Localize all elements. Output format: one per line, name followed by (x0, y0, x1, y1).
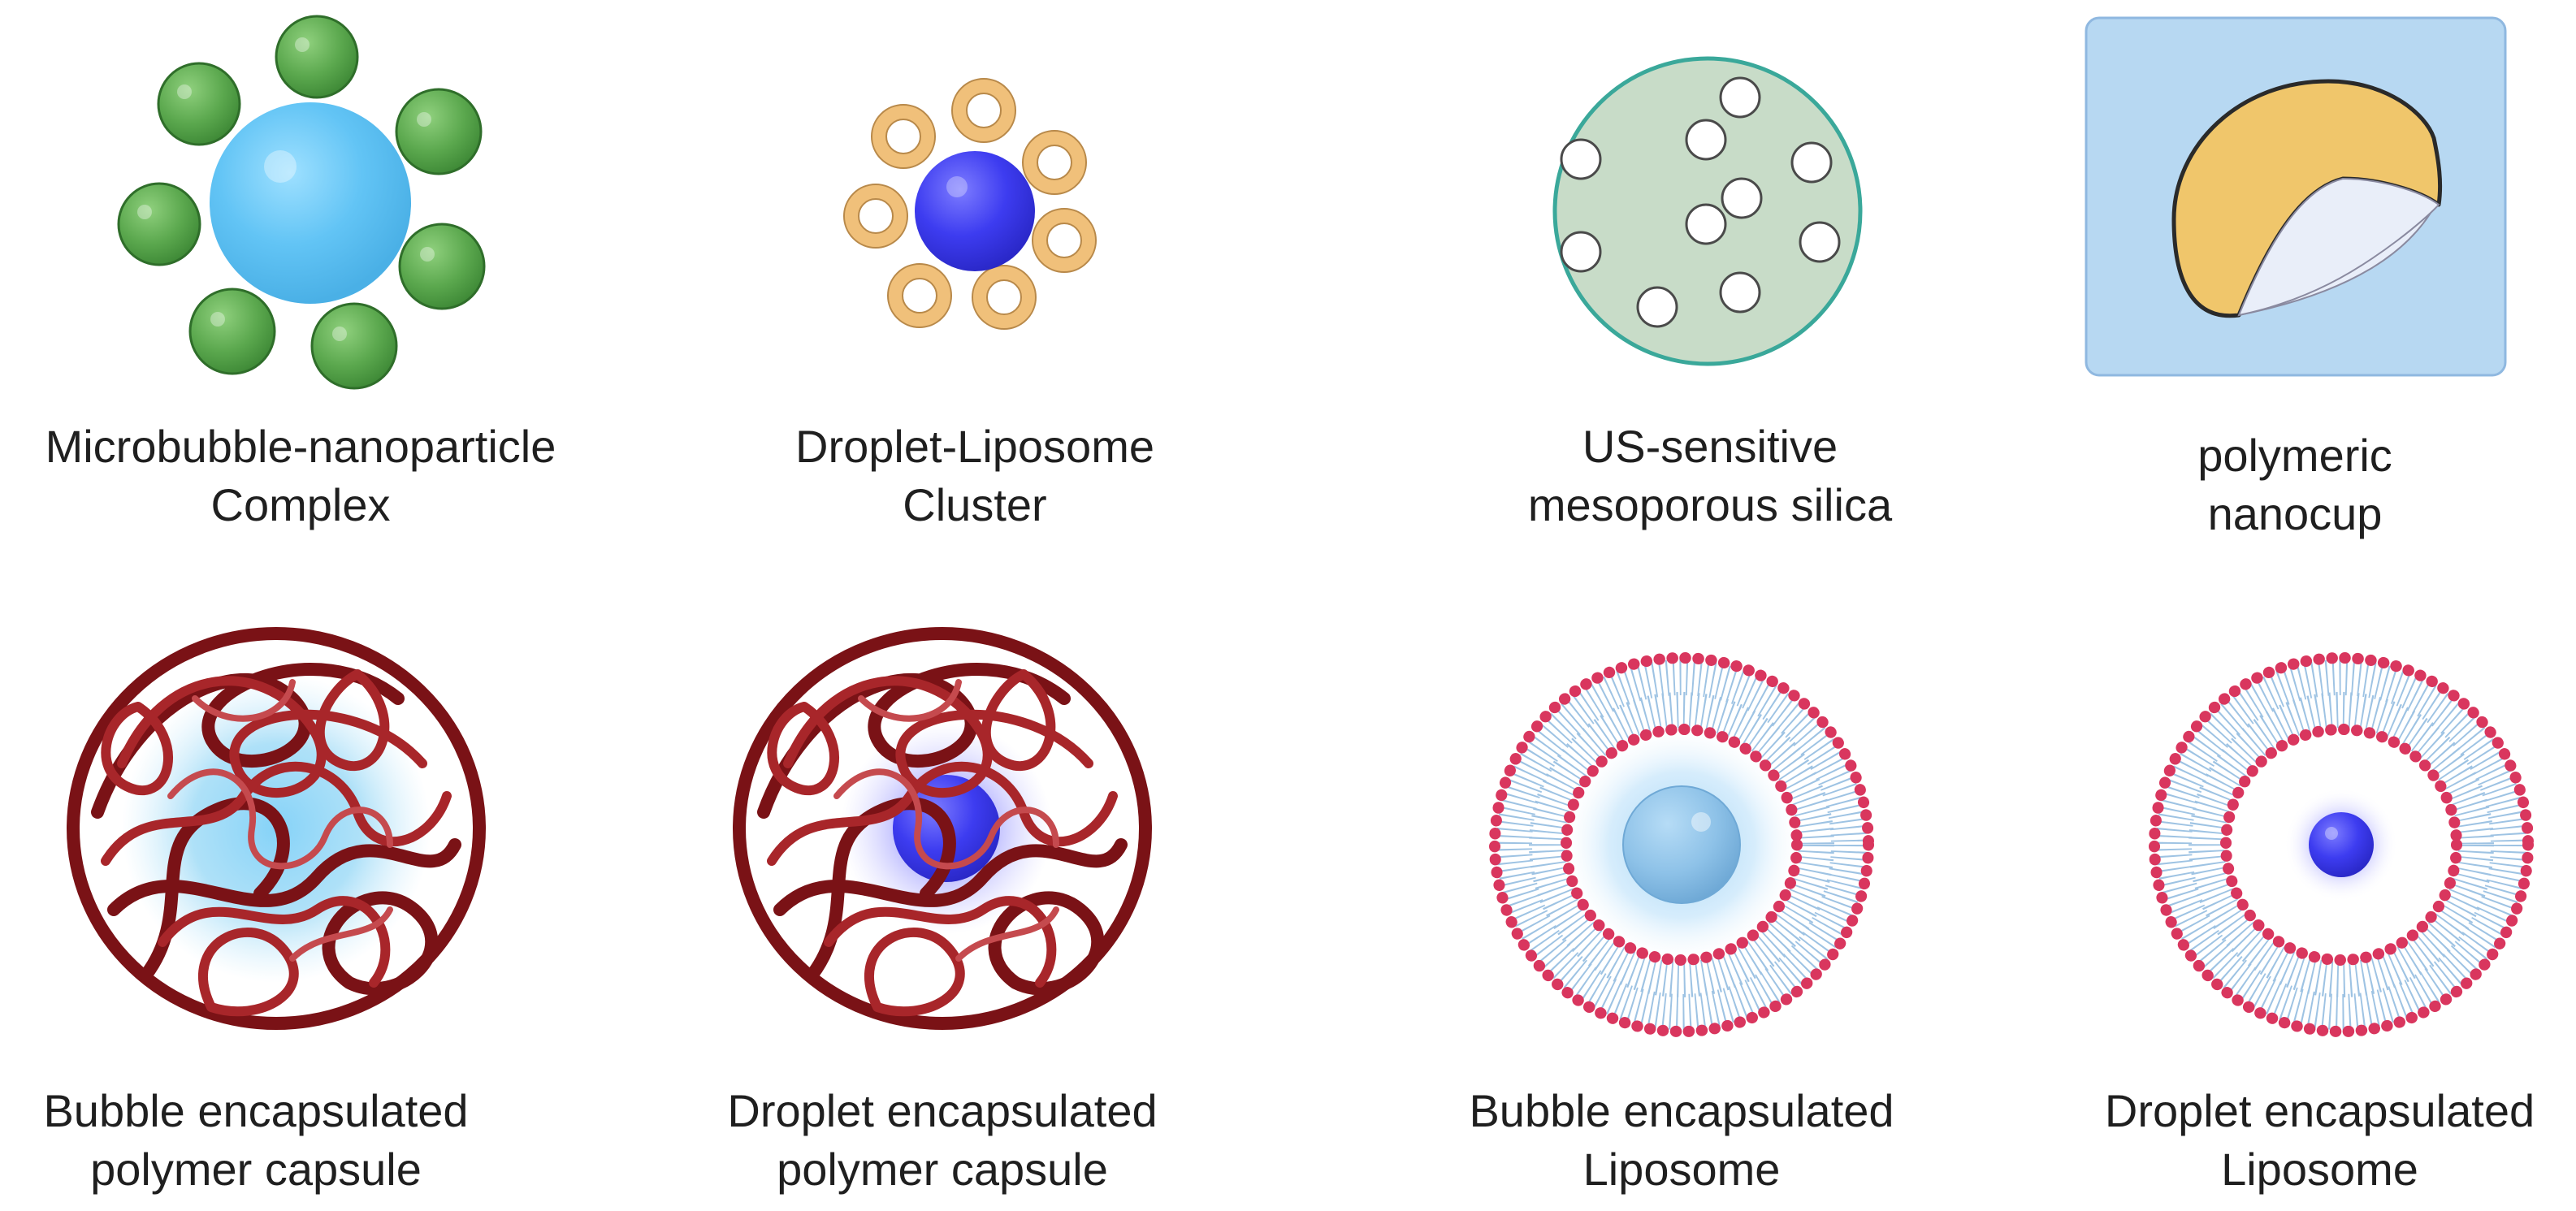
mesoporous-silica: US-sensitive mesoporous silica (1430, 0, 1990, 552)
droplet-liposome: Droplet encapsulated Liposome (2063, 601, 2576, 1211)
label-line-2: Complex (210, 479, 391, 530)
label-microbubble-nanoparticle-complex: Microbubble-nanoparticle Complex (0, 417, 601, 534)
microbubble-nanoparticle-complex: Microbubble-nanoparticle Complex (0, 0, 617, 552)
label-line-1: Droplet encapsulated (727, 1085, 1158, 1136)
label-droplet-liposome-cluster: Droplet-Liposome Cluster (699, 417, 1251, 534)
droplet-liposome-icon (2149, 652, 2534, 1037)
bubble-polymer-capsule-icon (67, 627, 486, 1030)
bubble-liposome-icon (1489, 652, 1874, 1037)
bubble-liposome: Bubble encapsulated Liposome (1430, 601, 1966, 1211)
label-bubble-polymer-capsule: Bubble encapsulated polymer capsule (0, 1082, 512, 1199)
label-line-1: US-sensitive (1582, 421, 1838, 472)
label-line-1: polymeric (2197, 430, 2392, 481)
label-line-1: Bubble encapsulated (1469, 1085, 1894, 1136)
label-line-2: mesoporous silica (1527, 479, 1893, 530)
label-line-2: Cluster (903, 479, 1047, 530)
bubble-polymer-capsule: Bubble encapsulated polymer capsule (0, 601, 520, 1211)
label-polymeric-nanocup: polymeric nanocup (2047, 426, 2543, 543)
label-mesoporous-silica: US-sensitive mesoporous silica (1430, 417, 1990, 534)
label-line-2: nanocup (2207, 488, 2383, 539)
label-line-1: Microbubble-nanoparticle (45, 421, 556, 472)
label-line-1: Droplet encapsulated (2104, 1085, 2535, 1136)
label-line-2: Liposome (2221, 1144, 2418, 1195)
polymeric-nanocup: polymeric nanocup (2047, 0, 2576, 552)
droplet-polymer-capsule-icon (733, 627, 1152, 1030)
label-line-2: polymer capsule (777, 1144, 1108, 1195)
label-droplet-polymer-capsule: Droplet encapsulated polymer capsule (682, 1082, 1202, 1199)
droplet-liposome-cluster-icon (843, 78, 1097, 330)
label-line-2: polymer capsule (90, 1144, 422, 1195)
droplet-liposome-cluster: Droplet-Liposome Cluster (699, 0, 1251, 552)
microbubble-nanoparticle-complex-icon (117, 15, 486, 390)
label-bubble-liposome: Bubble encapsulated Liposome (1430, 1082, 1933, 1199)
label-line-1: Droplet-Liposome (795, 421, 1154, 472)
polymeric-nanocup-icon (2085, 16, 2507, 377)
label-line-2: Liposome (1582, 1144, 1781, 1195)
mesoporous-silica-icon (1552, 56, 1863, 366)
droplet-polymer-capsule: Droplet encapsulated polymer capsule (682, 601, 1202, 1211)
label-droplet-liposome: Droplet encapsulated Liposome (2063, 1082, 2576, 1199)
label-line-1: Bubble encapsulated (43, 1085, 469, 1136)
